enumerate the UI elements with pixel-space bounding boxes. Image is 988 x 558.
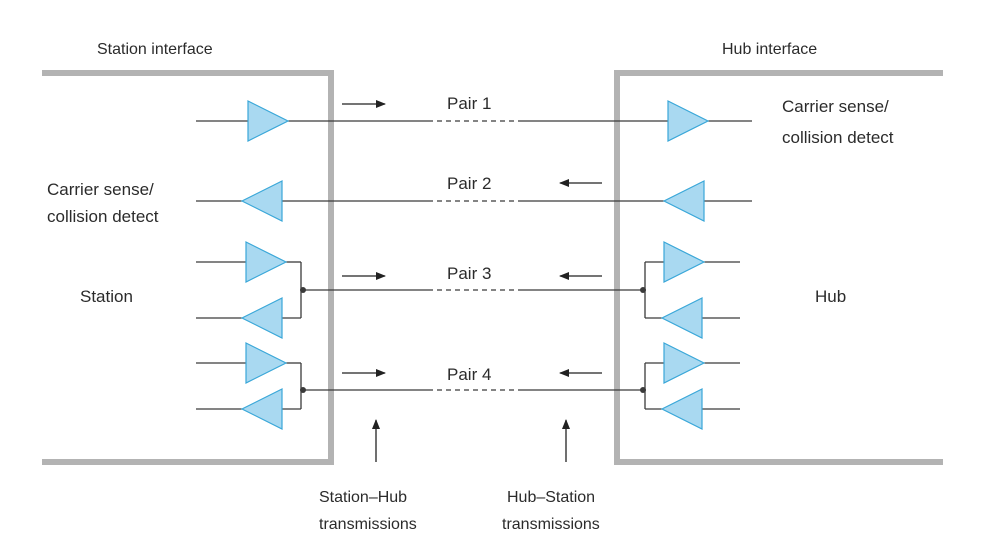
hub-carrier-sense-label-line1: Carrier sense/ xyxy=(782,97,889,116)
pair-1-label: Pair 1 xyxy=(447,94,491,113)
pair-4-station-rx-buffer xyxy=(240,388,283,430)
pair-1-station-transmit-buffer xyxy=(247,100,290,142)
pair-4-hub-tx-buffer xyxy=(660,388,703,430)
station-hub-label-line2: transmissions xyxy=(319,516,417,533)
pair-4-hub-rx-buffer xyxy=(663,342,706,384)
hub-carrier-sense-label-line2: collision detect xyxy=(782,128,894,147)
hub-interface-box xyxy=(614,70,943,465)
hub-label: Hub xyxy=(815,287,846,306)
hub-interface-label: Hub interface xyxy=(722,41,817,58)
pair-2-hub-transmit-buffer xyxy=(662,180,705,222)
pair-4-label: Pair 4 xyxy=(447,365,491,384)
pair-3-hub-rx-buffer xyxy=(663,241,706,283)
pair-3-hub-tx-buffer xyxy=(660,297,703,339)
pair-3-station-tx-buffer xyxy=(245,241,288,283)
direction-arrows xyxy=(342,100,602,462)
station-hub-label-line1: Station–Hub xyxy=(319,489,407,506)
station-interface-box xyxy=(42,70,334,465)
pair-3-station-rx-buffer xyxy=(240,297,283,339)
pair-wires xyxy=(196,120,752,410)
pair-4-hub-junction xyxy=(640,387,646,393)
hub-station-label-line1: Hub–Station xyxy=(507,489,595,506)
station-label: Station xyxy=(80,287,133,306)
station-interface-label: Station interface xyxy=(97,41,213,58)
pair-3-label: Pair 3 xyxy=(447,264,491,283)
pair-2-label: Pair 2 xyxy=(447,174,491,193)
station-carrier-sense-label-line2: collision detect xyxy=(47,207,159,226)
station-carrier-sense-label-line1: Carrier sense/ xyxy=(47,180,154,199)
pair-1-hub-receive-buffer xyxy=(667,100,710,142)
pair-3-hub-junction xyxy=(640,287,646,293)
pair-2-station-receive-buffer xyxy=(240,180,283,222)
buffers xyxy=(240,100,710,430)
pair-4-station-tx-buffer xyxy=(245,342,288,384)
hub-station-label-line2: transmissions xyxy=(502,516,600,533)
